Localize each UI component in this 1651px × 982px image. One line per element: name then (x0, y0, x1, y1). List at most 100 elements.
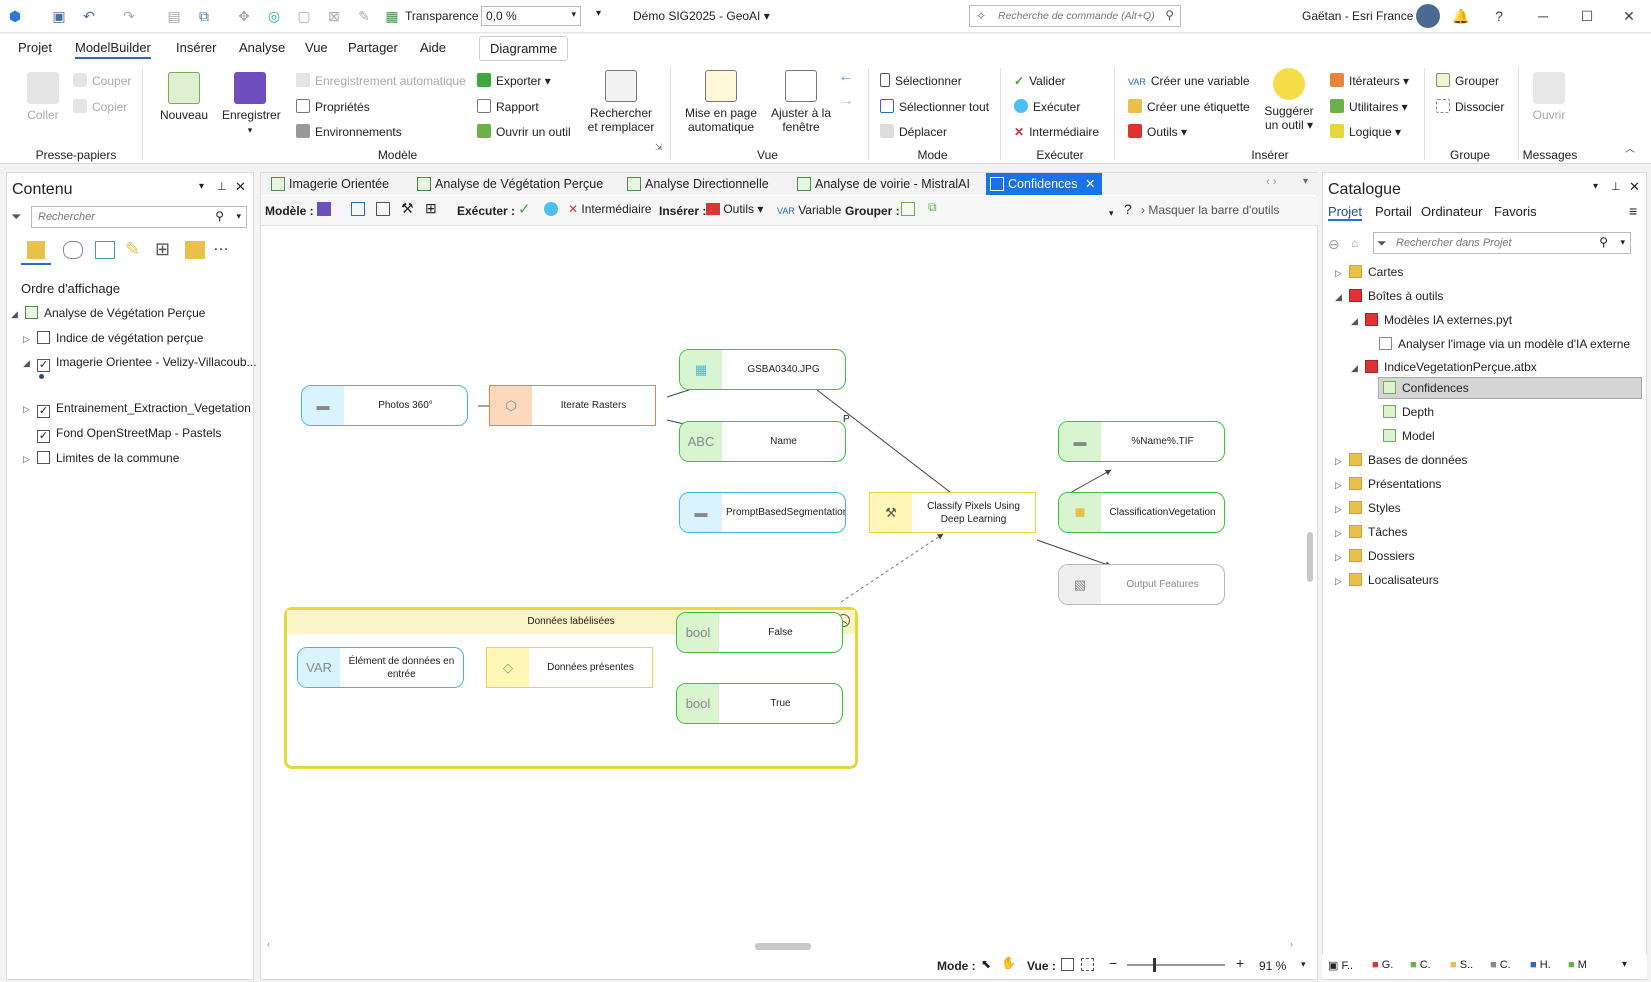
catalog-item-script-tool[interactable]: Analyser l'image via un modèle d'IA exte… (1379, 334, 1630, 354)
user-name[interactable]: Gaëtan - Esri France (1302, 9, 1414, 23)
save-icon[interactable] (317, 202, 331, 216)
command-search[interactable]: ✧ Recherche de commande (Alt+Q) ⚲ (969, 5, 1181, 27)
validate-button[interactable]: ✓Valider (1014, 74, 1066, 88)
pane-tab[interactable]: ■ H. (1530, 959, 1551, 971)
group-button[interactable]: Grouper (1436, 72, 1499, 90)
pane-tab[interactable]: ■ C. (1490, 959, 1511, 971)
tab-ordinateur[interactable]: Ordinateur (1421, 204, 1483, 219)
close-tab-icon[interactable]: ✕ (1085, 177, 1096, 191)
selection-icon[interactable] (95, 241, 115, 259)
find-icon[interactable]: ⊞ (425, 200, 437, 216)
iterators-button[interactable]: Itérateurs ▾ (1330, 72, 1409, 90)
maximize-icon[interactable]: ☐ (1580, 8, 1594, 24)
data-source-icon[interactable] (63, 241, 83, 259)
menu-aide[interactable]: Aide (420, 40, 447, 55)
pane-tab[interactable]: ■ C. (1410, 959, 1431, 971)
catalog-item-toolboxes[interactable]: ◢Boîtes à outils (1335, 289, 1444, 303)
overflow-icon[interactable]: ▾ (1109, 208, 1114, 218)
save-model-button[interactable]: Enregistrer▾ (222, 72, 281, 137)
redo-icon[interactable]: ↷ (123, 8, 135, 24)
save-quick-icon[interactable]: ▤ (167, 8, 181, 24)
pane-options-icon[interactable]: ▾ (199, 181, 205, 192)
transparency-input[interactable]: 0,0 % ▾ (481, 6, 581, 26)
tab-favoris[interactable]: Favoris (1494, 204, 1537, 219)
chevron-down-icon[interactable]: ▾ (1622, 959, 1628, 970)
scroll-right-icon[interactable]: › (1290, 939, 1293, 949)
catalog-item-cartes[interactable]: ▷Cartes (1335, 265, 1404, 279)
tab-portail[interactable]: Portail (1375, 204, 1412, 219)
environments-icon[interactable]: ⚒ (401, 200, 414, 216)
new-model-button[interactable]: Nouveau (156, 72, 212, 122)
node-output-features[interactable]: ▧Output Features (1058, 564, 1225, 605)
notifications-icon[interactable]: 🔔 (1452, 8, 1470, 24)
close-pane-icon[interactable]: ✕ (235, 179, 246, 194)
layer-checkbox[interactable]: ✓ (37, 430, 50, 443)
help-icon[interactable]: ? (1495, 8, 1503, 24)
run-button[interactable]: Exécuter (1014, 98, 1080, 116)
refresh-icon[interactable]: ◎ (267, 8, 281, 24)
layer-item[interactable]: ▷Indice de végétation perçue (23, 331, 204, 345)
catalog-item-tasks[interactable]: ▷Tâches (1335, 525, 1408, 539)
dialog-launcher-icon[interactable]: ⇲ (655, 142, 663, 152)
previous-extent-icon[interactable]: ← (838, 68, 854, 85)
logic-button[interactable]: Logique ▾ (1330, 123, 1401, 141)
ungroup-icon[interactable]: ⧉ (928, 200, 937, 214)
map-add-icon[interactable]: ⧉ (199, 8, 209, 24)
catalog-item-confidences[interactable]: Confidences (1383, 378, 1469, 398)
catalog-item-depth[interactable]: Depth (1383, 402, 1434, 422)
pane-tab[interactable]: ■ S.. (1450, 959, 1474, 971)
close-layout-icon[interactable]: ⊠ (328, 8, 340, 24)
utilities-button[interactable]: Utilitaires ▾ (1330, 98, 1408, 116)
project-icon[interactable]: ▣ (52, 8, 66, 24)
back-icon[interactable]: ⊖ (1328, 236, 1340, 252)
zoom-slider-thumb[interactable] (1153, 958, 1156, 972)
tab-projet[interactable]: Projet (1328, 204, 1362, 221)
group-icon[interactable] (901, 202, 915, 216)
create-label-button[interactable]: Créer une étiquette (1128, 98, 1250, 116)
contents-search-input[interactable]: Rechercher ⚲ ▾ (31, 206, 247, 228)
catalog-item-folders[interactable]: ▷Dossiers (1335, 549, 1415, 563)
snapping-icon[interactable]: ⊞ (155, 239, 171, 259)
layer-checkbox[interactable]: ✓ (37, 405, 50, 418)
catalog-item-atbx[interactable]: ◢IndiceVegetationPerçue.atbx (1351, 360, 1537, 374)
chevron-down-icon[interactable]: ▾ (1301, 959, 1306, 969)
pan-icon[interactable]: ✥ (238, 8, 250, 24)
vertical-scrollbar[interactable] (1304, 232, 1316, 937)
tab-imagerie-orientee[interactable]: Imagerie Orientée (267, 173, 389, 195)
project-title[interactable]: Démo SIG2025 - GeoAI ▾ (633, 9, 770, 23)
variable-button[interactable]: VAR Variable (777, 203, 842, 217)
catalog-item-styles[interactable]: ▷Styles (1335, 501, 1401, 515)
tab-analyse-directionnelle[interactable]: Analyse Directionnelle (623, 173, 769, 195)
layout-icon[interactable]: ▢ (297, 8, 311, 24)
tab-confidences[interactable]: Confidences✕ (986, 173, 1102, 195)
menu-vue[interactable]: Vue (305, 40, 328, 55)
horizontal-scrollbar[interactable]: ‹ › (261, 939, 1301, 953)
move-button[interactable]: Déplacer (880, 123, 947, 141)
paste-button[interactable]: Coller (22, 72, 64, 122)
auto-layout-button[interactable]: Mise en page automatique (680, 70, 762, 134)
node-classification-vegetation[interactable]: ■ClassificationVegetation (1058, 492, 1225, 533)
intermediate-button[interactable]: ✕Intermédiaire (1014, 125, 1100, 139)
pane-tab[interactable]: ■ M (1568, 959, 1587, 971)
fit-icon[interactable] (1061, 958, 1074, 971)
open-tool-button[interactable]: Ouvrir un outil (477, 123, 571, 141)
suggest-tool-button[interactable]: Suggérer un outil ▾ (1260, 68, 1318, 132)
tab-analyse-voirie[interactable]: Analyse de voirie - MistralAI (793, 173, 970, 195)
scroll-thumb[interactable] (1307, 532, 1313, 582)
cursor-icon[interactable]: ⬉ (981, 957, 992, 971)
pane-tab[interactable]: ■ G. (1372, 959, 1394, 971)
run-icon[interactable] (544, 202, 558, 216)
environments-button[interactable]: Environnements (296, 123, 402, 141)
zoom-slider[interactable] (1127, 958, 1225, 972)
zoom-in-icon[interactable]: + (1236, 955, 1245, 971)
map-item[interactable]: ◢Analyse de Végétation Perçue (11, 306, 206, 320)
select-button[interactable]: Sélectionner (880, 72, 962, 90)
report-button[interactable]: Rapport (477, 98, 539, 116)
close-icon[interactable]: ✕ (1623, 8, 1635, 24)
minimize-icon[interactable]: ─ (1538, 8, 1548, 24)
close-pane-icon[interactable]: ✕ (1629, 179, 1640, 194)
more-icon[interactable]: … (213, 237, 229, 254)
save-as-icon[interactable] (351, 202, 365, 216)
export-button[interactable]: Exporter ▾ (477, 72, 551, 90)
